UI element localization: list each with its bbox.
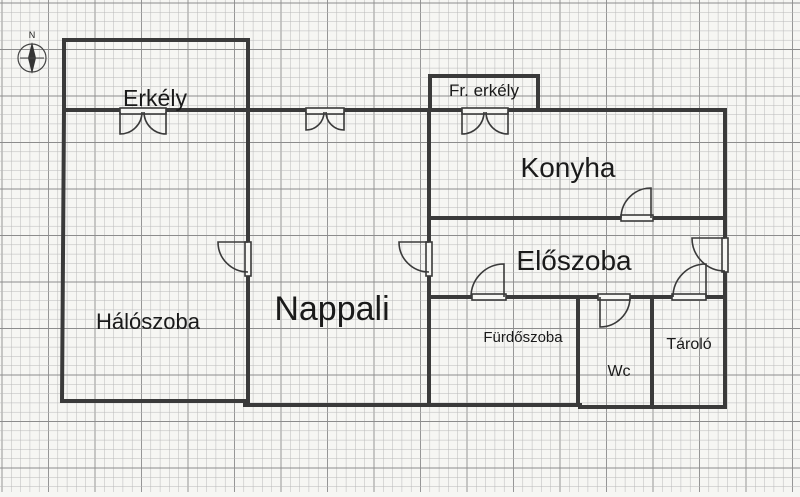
room-label-wc: Wc	[607, 363, 630, 380]
compass-arrow-icon	[17, 42, 47, 74]
room-label-eloszoba: Előszoba	[516, 245, 632, 276]
door-fr-erkely	[461, 107, 509, 135]
door-konyha	[620, 187, 654, 222]
room-label-nappali: Nappali	[274, 290, 389, 328]
doors	[119, 107, 729, 328]
room-label-erkely: Erkély	[123, 85, 187, 111]
room-label-tarolo: Tároló	[666, 336, 711, 353]
room-label-haloszoba: Hálószoba	[96, 309, 201, 334]
door-furdo	[470, 263, 507, 301]
room-label-konyha: Konyha	[521, 152, 616, 183]
door-wc	[597, 293, 631, 328]
door-nappali-balcony	[305, 107, 345, 131]
room-label-fr-erkely: Fr. erkély	[449, 81, 519, 100]
door-halo	[217, 241, 252, 277]
compass-letter: N	[29, 30, 36, 40]
balcony-fr-erkely-wall	[428, 74, 540, 110]
room-label-furdoszoba: Fürdőszoba	[483, 329, 563, 346]
walls	[59, 38, 727, 409]
door-erkely	[119, 107, 167, 135]
balcony-erkely-wall	[62, 38, 250, 110]
door-nappali-hall	[398, 241, 433, 277]
door-tarolo	[671, 263, 707, 301]
door-eloszoba-entry	[691, 237, 729, 273]
